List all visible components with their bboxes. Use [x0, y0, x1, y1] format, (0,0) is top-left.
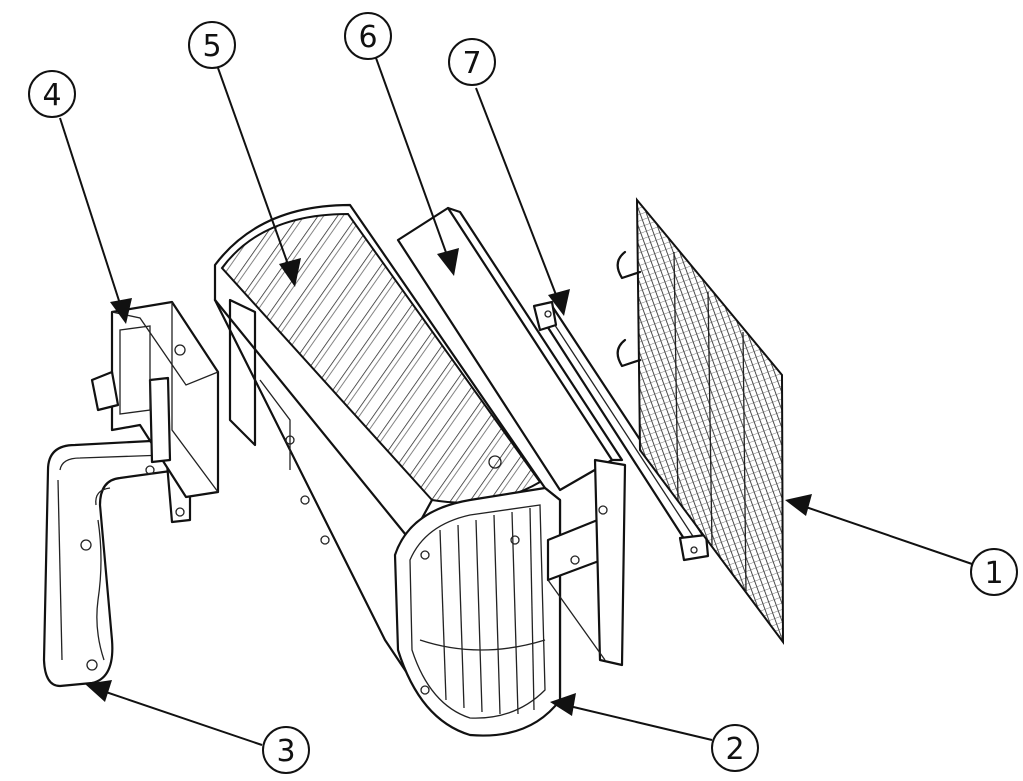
callout-6-label: 6: [358, 20, 377, 55]
callout-2: 2: [711, 724, 759, 772]
callout-6: 6: [344, 12, 392, 60]
callout-7: 7: [448, 38, 496, 86]
callout-1: 1: [970, 548, 1018, 596]
callout-2-label: 2: [725, 732, 744, 767]
callout-7-label: 7: [462, 46, 481, 81]
callout-5-label: 5: [202, 29, 221, 64]
part-3-bracket: [42, 434, 192, 688]
callout-3-label: 3: [276, 734, 295, 769]
leaders: [59, 57, 976, 746]
callout-5: 5: [188, 21, 236, 69]
part-4-mount-block: [90, 300, 220, 499]
callout-3: 3: [262, 726, 310, 774]
part-7-rail: [532, 300, 710, 562]
part-1-mesh-shield: [616, 197, 785, 646]
callout-4-label: 4: [42, 78, 61, 113]
callout-4: 4: [28, 70, 76, 118]
part-5-housing: [213, 203, 562, 737]
part-6-panel: [396, 206, 627, 667]
callout-1-label: 1: [984, 556, 1003, 591]
